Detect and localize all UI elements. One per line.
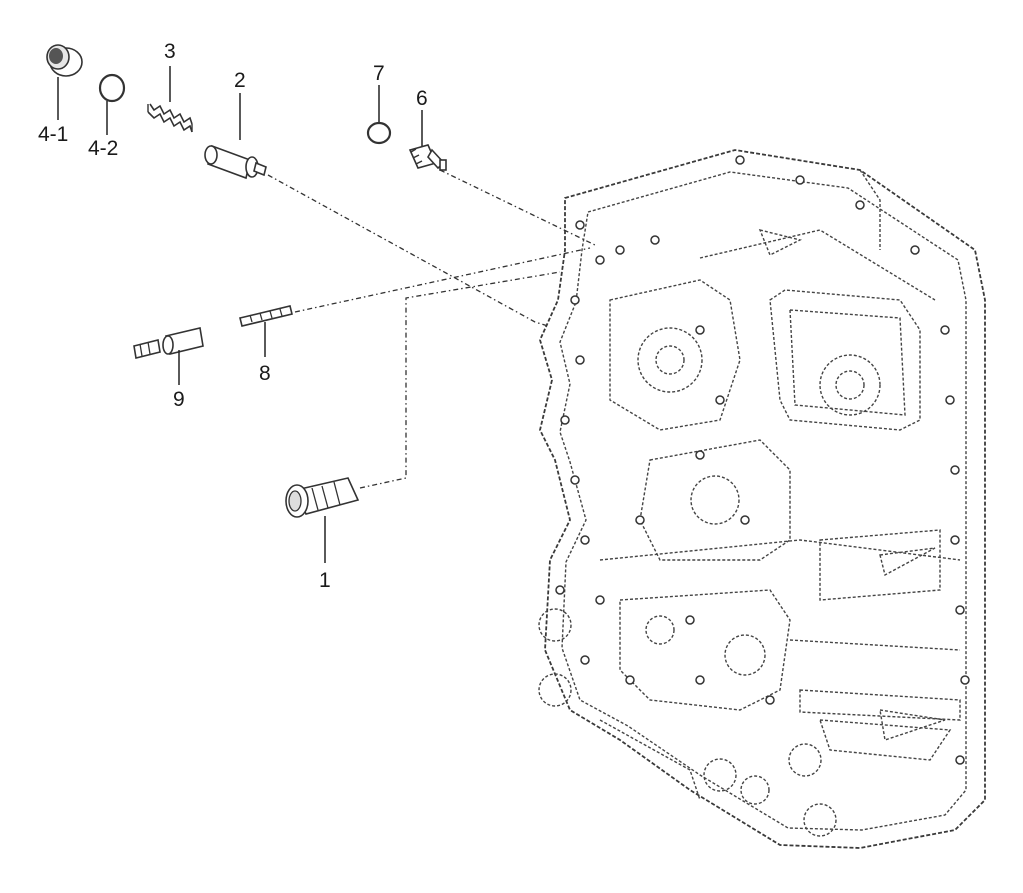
callout-3: 3 — [164, 40, 176, 63]
part-2-piston — [204, 144, 267, 180]
part-1-sleeve — [285, 477, 360, 518]
callout-1: 1 — [319, 569, 331, 592]
assembly-path-1 — [359, 271, 561, 489]
callout-6: 6 — [416, 87, 428, 110]
part-6-plug — [408, 144, 447, 171]
part-4-1-cap — [46, 44, 83, 77]
part-9-valve — [133, 327, 204, 359]
callout-2: 2 — [234, 69, 246, 92]
part-8-pin — [239, 305, 293, 327]
part-7-ring — [366, 121, 392, 145]
part-4-2-ring — [98, 73, 126, 103]
callout-8: 8 — [259, 362, 271, 385]
transmission-housing — [538, 149, 986, 849]
assembly-path-8 — [294, 247, 591, 313]
callout-7: 7 — [373, 62, 385, 85]
assembly-path-6 — [439, 169, 596, 246]
part-3-spring — [147, 103, 193, 133]
callout-4-1: 4-1 — [38, 123, 68, 146]
callout-9: 9 — [173, 388, 185, 411]
callout-4-2: 4-2 — [88, 137, 118, 160]
assembly-path-2 — [267, 174, 549, 327]
